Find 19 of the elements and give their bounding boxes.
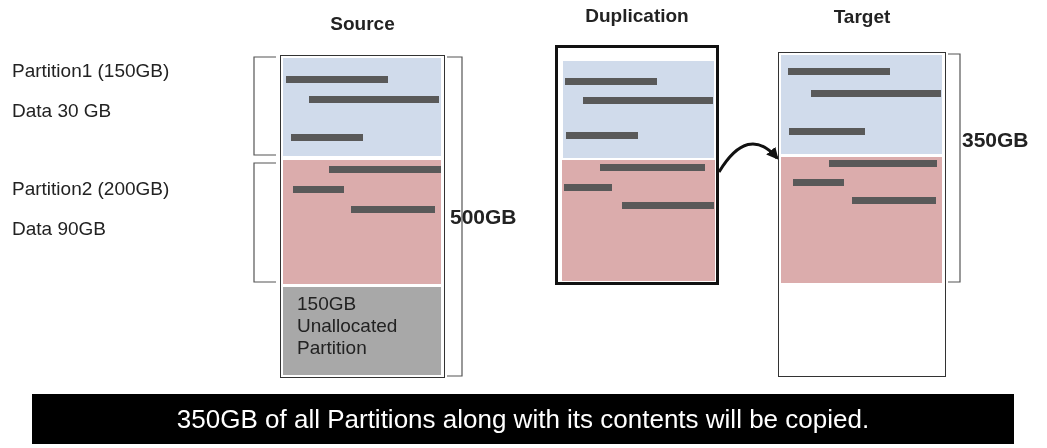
partition-band: [562, 60, 715, 159]
column-heading: Target: [833, 6, 891, 27]
partition-label: Partition1 (150GB): [12, 60, 170, 82]
partition-label: Partition2 (200GB): [12, 178, 170, 200]
partition-band: [283, 287, 441, 375]
partition-label: Data 90GB: [12, 218, 106, 240]
column-heading: Source: [330, 13, 395, 34]
size-label: 350GB: [962, 128, 1029, 152]
caption-banner: 350GB of all Partitions along with its contents will be copied.: [32, 394, 1014, 444]
partition-band: [283, 58, 441, 156]
partition-band: [283, 160, 441, 284]
partition-label: 150GB Unallocated Partition: [297, 293, 399, 359]
column-heading: Duplication: [585, 5, 689, 26]
curved-arrow: [717, 142, 779, 173]
partition-label: Data 30 GB: [12, 100, 112, 122]
partition-band: [562, 160, 715, 281]
partition-band: [781, 55, 942, 154]
partition-band: [781, 157, 942, 283]
size-label: 500GB: [450, 205, 517, 229]
